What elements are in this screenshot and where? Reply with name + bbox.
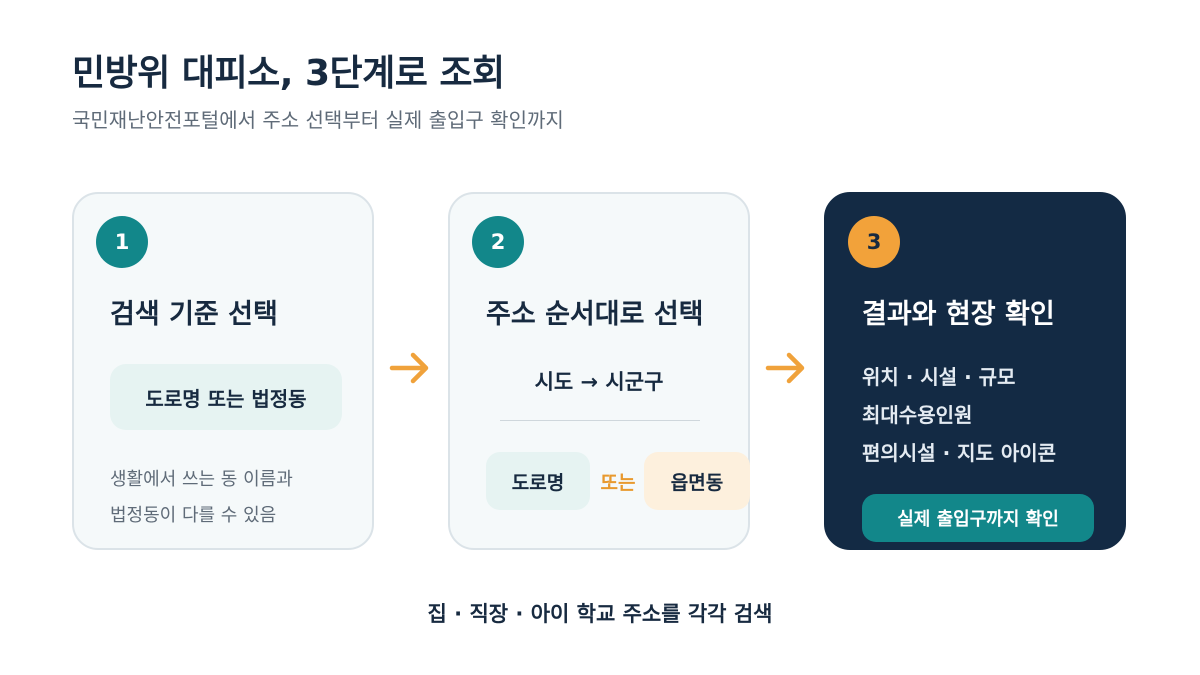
road-name-chip: 도로명: [486, 452, 590, 510]
arrow-right-icon: [389, 352, 429, 384]
page-subtitle: 국민재난안전포털에서 주소 선택부터 실제 출입구 확인까지: [72, 108, 564, 132]
footer-note: 집 · 직장 · 아이 학교 주소를 각각 검색: [427, 602, 773, 626]
info-line: 위치 · 시설 · 규모: [862, 365, 1016, 389]
divider: [500, 420, 700, 421]
address-sequence: 시도 → 시군구: [534, 370, 664, 394]
info-line: 편의시설 · 지도 아이콘: [862, 441, 1057, 465]
step-number-badge: 2: [472, 216, 524, 268]
arrow-right-icon: [765, 352, 805, 384]
step-card-2: 2 주소 순서대로 선택 시도 → 시군구 도로명 또는 읍면동: [448, 192, 750, 550]
step-title: 주소 순서대로 선택: [486, 299, 704, 330]
district-chip: 읍면동: [644, 452, 750, 510]
step-title: 검색 기준 선택: [110, 299, 278, 330]
step-card-3: 3 결과와 현장 확인 위치 · 시설 · 규모 최대수용인원 편의시설 · 지…: [824, 192, 1126, 550]
step-description: 생활에서 쓰는 동 이름과 법정동이 다를 수 있음: [110, 462, 293, 534]
step-number-badge: 3: [848, 216, 900, 268]
or-label: 또는: [600, 471, 636, 494]
step-number-badge: 1: [96, 216, 148, 268]
search-criteria-pill: 도로명 또는 법정동: [110, 364, 342, 430]
info-line: 최대수용인원: [862, 403, 973, 427]
description-line: 법정동이 다를 수 있음: [110, 505, 277, 526]
check-entrance-button[interactable]: 실제 출입구까지 확인: [862, 494, 1094, 542]
page-title: 민방위 대피소, 3단계로 조회: [72, 53, 505, 94]
description-line: 생활에서 쓰는 동 이름과: [110, 469, 293, 490]
step-card-1: 1 검색 기준 선택 도로명 또는 법정동 생활에서 쓰는 동 이름과 법정동이…: [72, 192, 374, 550]
result-info-list: 위치 · 시설 · 규모 최대수용인원 편의시설 · 지도 아이콘: [862, 358, 1056, 472]
step-title: 결과와 현장 확인: [862, 299, 1055, 330]
